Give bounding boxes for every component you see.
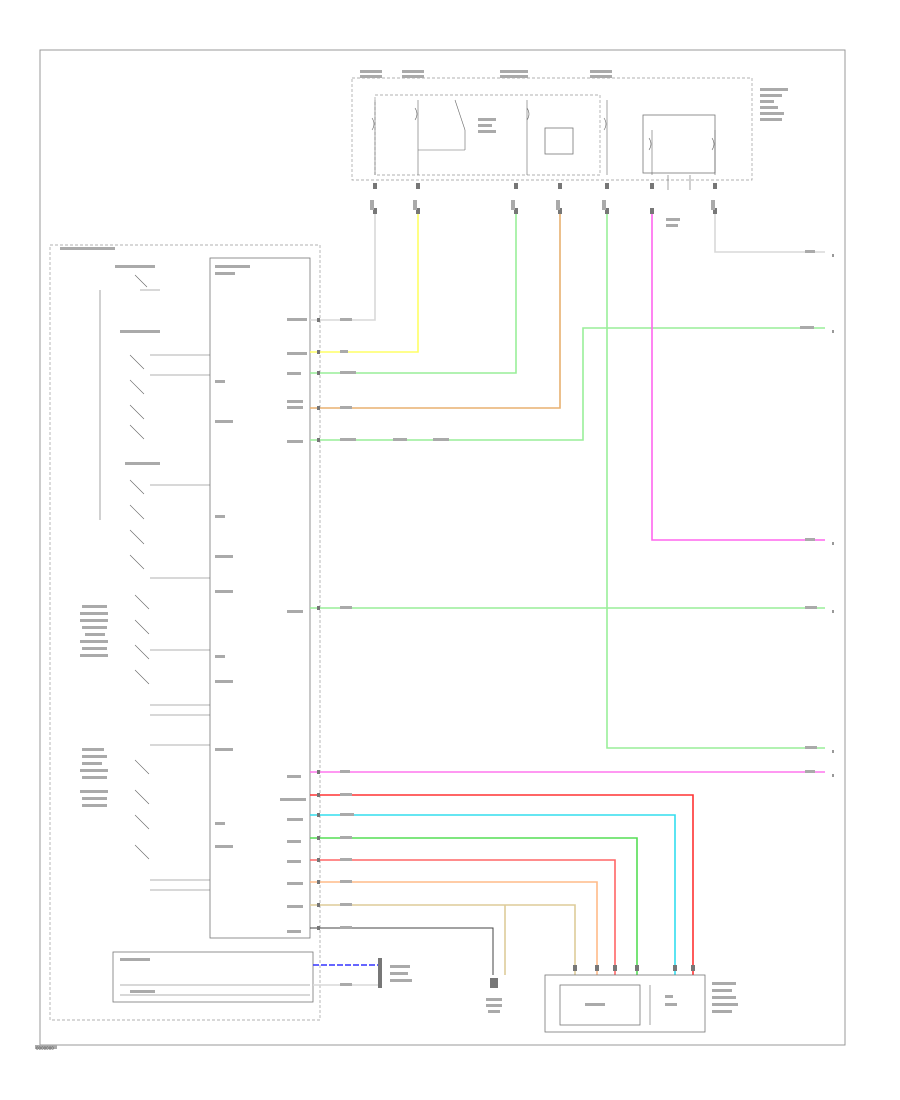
wire-labels	[340, 200, 817, 986]
fuse-box-labels	[360, 70, 788, 227]
wire-yellow	[310, 214, 419, 353]
wire-green-vertical	[606, 214, 825, 749]
switch-symbols	[99, 274, 310, 996]
wire-peach	[310, 881, 598, 975]
fuse-box	[351, 77, 753, 181]
wire-salmon	[310, 859, 616, 975]
switch-assembly-block	[49, 244, 321, 1021]
lower-sub-module	[112, 951, 314, 1003]
relay-box	[642, 114, 716, 174]
wire-red	[310, 794, 694, 975]
fuse-box-module	[544, 127, 574, 155]
wire-white-2	[714, 214, 825, 253]
fuse-box-inner-left	[374, 94, 601, 176]
side-connector	[378, 958, 412, 988]
ground-symbol	[486, 978, 502, 1013]
wire-green-loop	[310, 327, 825, 441]
right-edge-terminals	[832, 254, 834, 777]
diagram-id: 0000000	[36, 1046, 54, 1051]
actuator-labels	[585, 982, 738, 1013]
control-unit-connectors	[317, 318, 320, 930]
wire-black	[310, 927, 494, 975]
fuse-symbols	[371, 99, 716, 190]
wire-pink	[651, 214, 825, 541]
wire-cyan	[310, 814, 676, 975]
actuator-motor	[559, 984, 641, 1026]
wire-orange	[310, 214, 561, 409]
diagram-frame	[39, 49, 846, 1046]
fuse-box-connectors	[373, 183, 717, 214]
actuator-module	[544, 974, 706, 1033]
control-unit	[209, 257, 311, 939]
control-unit-pin-labels	[215, 318, 307, 933]
wire-tan	[310, 904, 576, 975]
left-block-labels	[35, 247, 250, 1049]
wire-light-green-1	[310, 214, 517, 374]
actuator-connectors	[573, 965, 695, 971]
wire-white-1	[310, 214, 376, 321]
wire-green-2	[310, 837, 638, 975]
